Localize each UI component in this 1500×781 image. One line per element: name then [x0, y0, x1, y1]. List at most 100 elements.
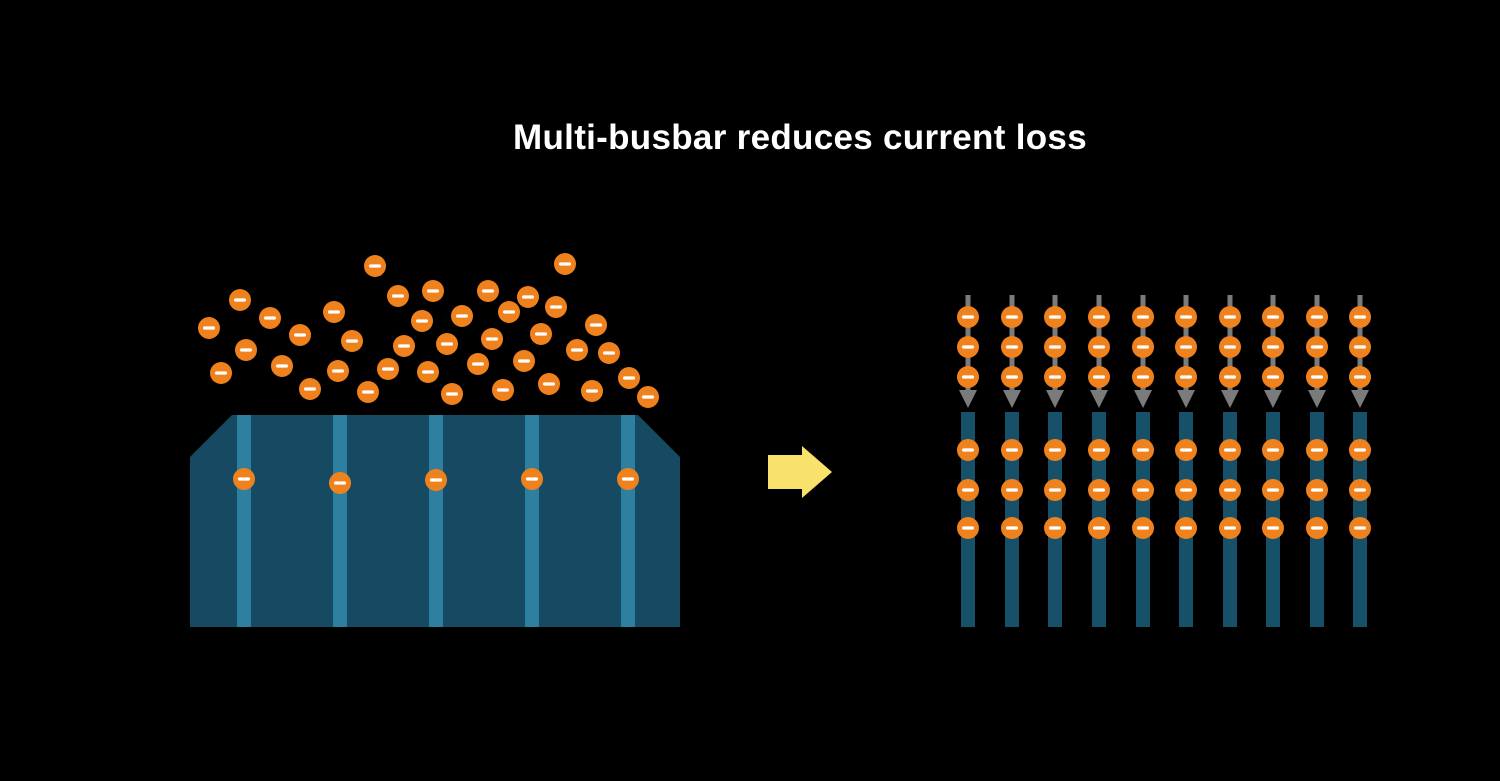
electron-icon [1175, 366, 1197, 388]
electron-icon [1349, 336, 1371, 358]
multi-busbar-column [1349, 295, 1371, 627]
electron-icon [1349, 366, 1371, 388]
electron-icon [1044, 517, 1066, 539]
electron-icon [1088, 306, 1110, 328]
electron-icon [637, 386, 659, 408]
electron-icon [329, 472, 351, 494]
multi-busbar-column [1306, 295, 1328, 627]
busbar-electrons [233, 468, 639, 494]
electron-icon [618, 367, 640, 389]
electron-icon [1044, 479, 1066, 501]
busbar-stripe [333, 415, 347, 627]
electron-icon [1306, 366, 1328, 388]
electron-icon [492, 379, 514, 401]
electron-icon [387, 285, 409, 307]
electron-icon [1262, 336, 1284, 358]
electron-icon [1088, 439, 1110, 461]
electron-icon [1175, 479, 1197, 501]
electron-icon [327, 360, 349, 382]
electron-icon [957, 439, 979, 461]
electron-icon [1262, 517, 1284, 539]
electron-icon [1219, 336, 1241, 358]
electron-icon [1262, 306, 1284, 328]
electron-icon [1262, 479, 1284, 501]
electron-icon [1001, 479, 1023, 501]
multi-busbar-column [1175, 295, 1197, 627]
electron-icon [441, 383, 463, 405]
electron-icon [1219, 306, 1241, 328]
electron-icon [957, 479, 979, 501]
electron-icon [229, 289, 251, 311]
busbar-stripes [237, 415, 635, 627]
electron-icon [357, 381, 379, 403]
electron-icon [1349, 479, 1371, 501]
electron-icon [581, 380, 603, 402]
electron-icon [538, 373, 560, 395]
electron-icon [1219, 366, 1241, 388]
electron-icon [1132, 517, 1154, 539]
electron-icon [451, 305, 473, 327]
busbar-stripe [429, 415, 443, 627]
electron-icon [554, 253, 576, 275]
electron-icon [957, 366, 979, 388]
electron-icon [1306, 517, 1328, 539]
electron-icon [1001, 306, 1023, 328]
electron-icon [1262, 366, 1284, 388]
electron-icon [517, 286, 539, 308]
electron-icon [422, 280, 444, 302]
electron-icon [545, 296, 567, 318]
electron-icon [477, 280, 499, 302]
electron-icon [1175, 439, 1197, 461]
electron-icon [1001, 366, 1023, 388]
electron-icon [1132, 439, 1154, 461]
electron-icon [1088, 517, 1110, 539]
electron-icon [1175, 306, 1197, 328]
electron-icon [1001, 439, 1023, 461]
electron-icon [411, 310, 433, 332]
electron-icon [259, 307, 281, 329]
electron-icon [289, 324, 311, 346]
electron-icon [323, 301, 345, 323]
electron-icon [1349, 306, 1371, 328]
electron-icon [598, 342, 620, 364]
electron-icon [341, 330, 363, 352]
electron-icon [1219, 517, 1241, 539]
multi-busbar-column [1001, 295, 1023, 627]
electron-icon [1219, 479, 1241, 501]
electron-icon [585, 314, 607, 336]
electron-icon [530, 323, 552, 345]
electron-icon [1306, 439, 1328, 461]
electron-icon [233, 468, 255, 490]
transition-arrow-icon [768, 446, 832, 498]
multi-busbar-column [1219, 295, 1241, 627]
electron-icon [566, 339, 588, 361]
electron-icon [1044, 366, 1066, 388]
electron-icon [1132, 479, 1154, 501]
electron-icon [1349, 439, 1371, 461]
electron-icon [299, 378, 321, 400]
electron-icon [1044, 336, 1066, 358]
electron-icon [417, 361, 439, 383]
electron-icon [377, 358, 399, 380]
electron-icon [498, 301, 520, 323]
electron-icon [467, 353, 489, 375]
electron-icon [1132, 306, 1154, 328]
electron-icon [425, 469, 447, 491]
electron-icon [1044, 306, 1066, 328]
electron-icon [364, 255, 386, 277]
electron-icon [1219, 439, 1241, 461]
electron-icon [1349, 517, 1371, 539]
multi-busbar-column [1044, 295, 1066, 627]
electron-icon [1175, 517, 1197, 539]
multi-busbar-column [1088, 295, 1110, 627]
electron-icon [271, 355, 293, 377]
electron-icon [1306, 336, 1328, 358]
electron-icon [235, 339, 257, 361]
electron-icon [957, 336, 979, 358]
multi-busbar-column [1132, 295, 1154, 627]
electron-icon [521, 468, 543, 490]
electron-icon [513, 350, 535, 372]
electron-icon [1306, 479, 1328, 501]
electron-icon [436, 333, 458, 355]
